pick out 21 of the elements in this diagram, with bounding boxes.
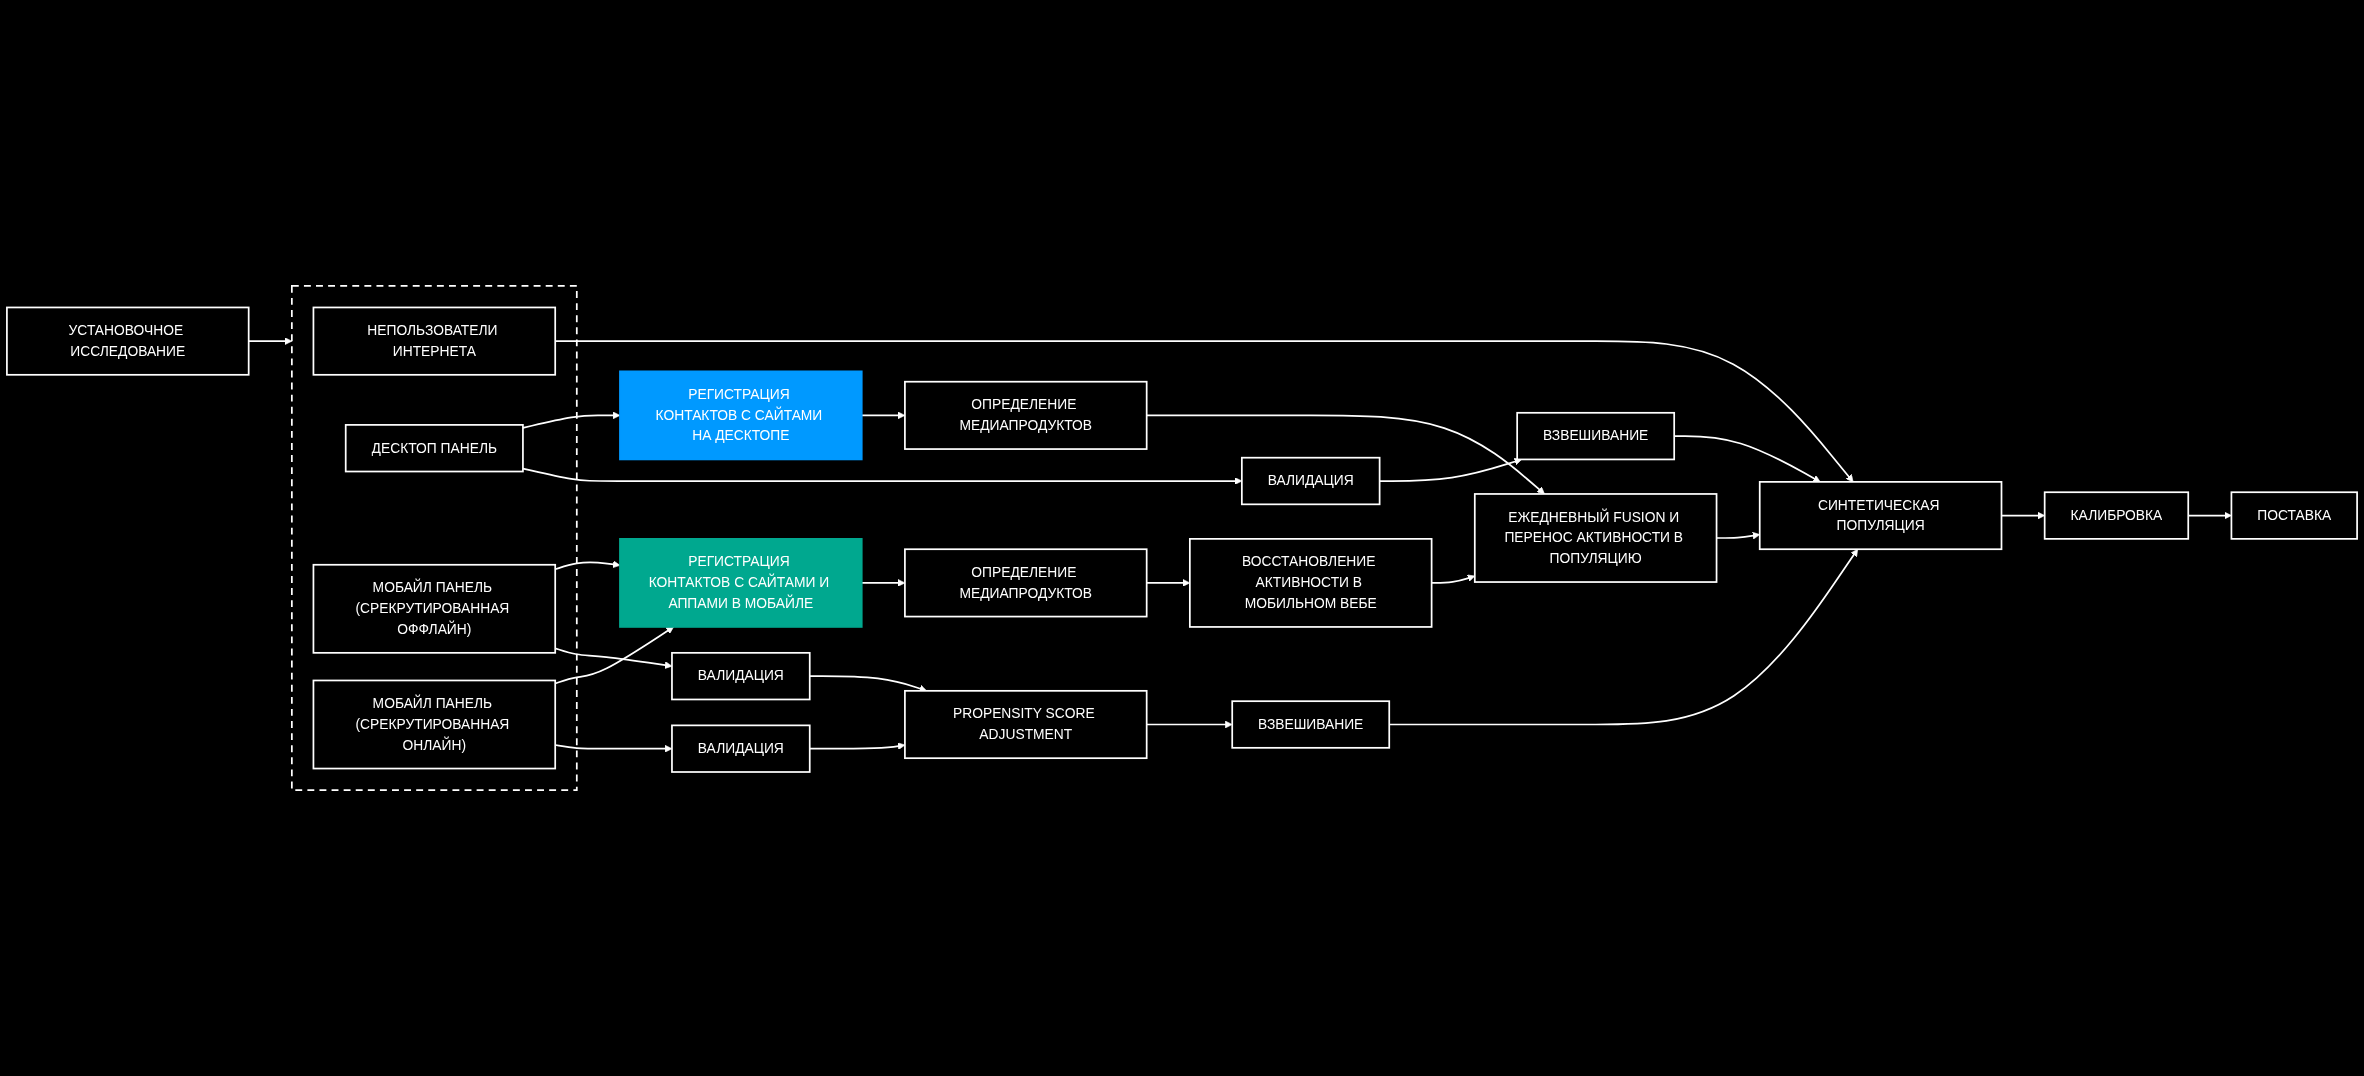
node-box: МОБАЙЛ ПАНЕЛЬ (СРЕКРУТИРОВАННАЯ ОНЛАЙН)	[312, 679, 557, 770]
node-box: ВАЛИДАЦИЯ	[671, 724, 811, 773]
node-box: РЕГИСТРАЦИЯ КОНТАКТОВ С САЙТАМИ НА ДЕСКТОПЕ	[619, 370, 863, 461]
node-box: ВЗВЕШИВАНИЕ	[1516, 411, 1676, 461]
node-box: ПОСТАВКА	[2230, 491, 2358, 540]
node-box: РЕГИСТРАЦИЯ КОНТАКТОВ С САЙТАМИ И АППАМИ В МОБАЙЛЕ	[619, 538, 863, 628]
node-box: ВОССТАНОВЛЕНИЕ АКТИВНОСТИ В МОБИЛЬНОМ ВЕБЕ	[1189, 538, 1433, 628]
node-box: ОПРЕДЕЛЕНИЕ МЕДИАПРОДУКТОВ	[904, 548, 1148, 618]
node-box: ДЕСКТОП ПАНЕЛЬ	[344, 424, 524, 473]
node-box: КАЛИБРОВКА	[2043, 491, 2190, 540]
node-box: PROPENSITY SCORE ADJUSTMENT	[904, 689, 1148, 760]
node-box: ЕЖЕДНЕВНЫЙ FUSION И ПЕРЕНОС АКТИВНОСТИ В ПОПУЛЯЦИЮ	[1473, 493, 1718, 583]
node-box: ВАЛИДАЦИЯ	[1240, 456, 1381, 506]
node-box: СИНТЕТИЧЕСКАЯ ПОПУЛЯЦИЯ	[1758, 481, 2003, 551]
node-box: МОБАЙЛ ПАНЕЛЬ (СРЕКРУТИРОВАННАЯ ОФФЛАЙН)	[312, 563, 557, 654]
node-box: ВАЛИДАЦИЯ	[671, 651, 811, 701]
cluster	[291, 285, 578, 791]
node-box: УСТАНОВОЧНОЕ ИССЛЕДОВАНИЕ	[6, 306, 250, 376]
node-box: ВЗВЕШИВАНИЕ	[1231, 700, 1391, 749]
node-box: НЕПОЛЬЗОВАТЕЛИ ИНТЕРНЕТА	[312, 306, 557, 376]
node-box: ОПРЕДЕЛЕНИЕ МЕДИАПРОДУКТОВ	[904, 380, 1148, 450]
